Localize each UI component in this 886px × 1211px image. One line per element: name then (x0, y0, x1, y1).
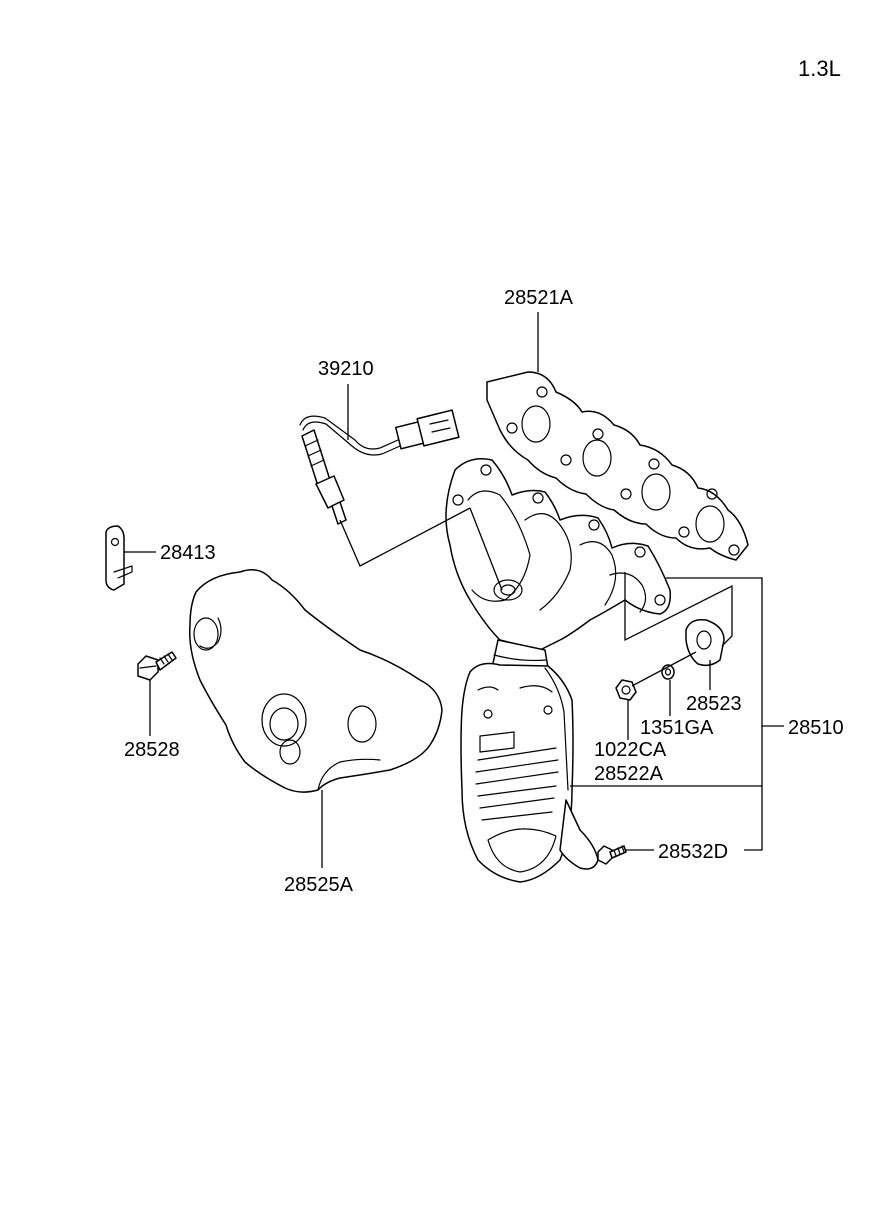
label-1022CA: 1022CA (594, 739, 667, 761)
label-28522A: 28522A (594, 763, 664, 785)
label-1351GA: 1351GA (640, 717, 714, 739)
label-28532D: 28532D (658, 841, 728, 863)
label-39210: 39210 (318, 358, 374, 380)
label-28525A: 28525A (284, 874, 354, 896)
manifold-gasket (486, 371, 749, 561)
label-28521A: 28521A (504, 287, 574, 309)
converter-bolt (597, 845, 627, 865)
oxygen-sensor (299, 409, 460, 525)
label-28413: 28413 (160, 542, 216, 564)
heat-protector-bolt (137, 651, 177, 681)
engine-displacement-label: 1.3L (798, 56, 841, 81)
heat-protector (188, 569, 443, 793)
part-labels: 28521A 39210 28413 28528 28525A 28523 13… (124, 287, 844, 896)
nut (615, 679, 637, 701)
leader-lines (124, 312, 784, 868)
label-28523: 28523 (686, 693, 742, 715)
label-28510: 28510 (788, 717, 844, 739)
exhaust-manifold-catalytic-converter (445, 458, 672, 883)
washer (661, 664, 675, 680)
label-28528: 28528 (124, 739, 180, 761)
bracket (105, 525, 133, 591)
stud-bolt (685, 618, 725, 667)
